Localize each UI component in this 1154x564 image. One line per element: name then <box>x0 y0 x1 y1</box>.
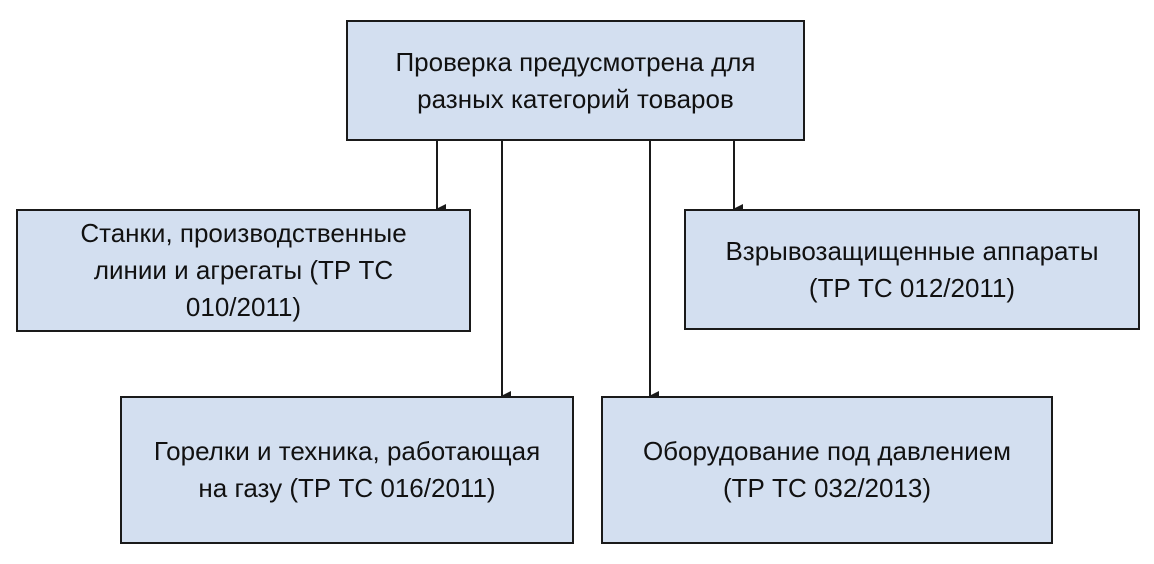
category-label-explosion-proof: Взрывозащищенные аппараты (ТР ТС 012/201… <box>725 235 1099 303</box>
category-box-gas-equipment: Горелки и техника, работающая на газу (Т… <box>120 396 574 544</box>
root-node-label: Проверка предусмотрена для разных катего… <box>395 46 756 114</box>
root-node-box: Проверка предусмотрена для разных катего… <box>346 20 805 141</box>
category-box-pressure-equipment: Оборудование под давлением (ТР ТС 032/20… <box>601 396 1053 544</box>
category-box-explosion-proof: Взрывозащищенные аппараты (ТР ТС 012/201… <box>684 209 1140 330</box>
category-label-pressure-equipment: Оборудование под давлением (ТР ТС 032/20… <box>642 436 1012 503</box>
category-box-machines: Станки, производственные линии и агрегат… <box>16 209 471 332</box>
category-label-gas-equipment: Горелки и техника, работающая на газу (Т… <box>153 436 541 503</box>
category-label-machines: Станки, производственные линии и агрегат… <box>80 218 407 322</box>
